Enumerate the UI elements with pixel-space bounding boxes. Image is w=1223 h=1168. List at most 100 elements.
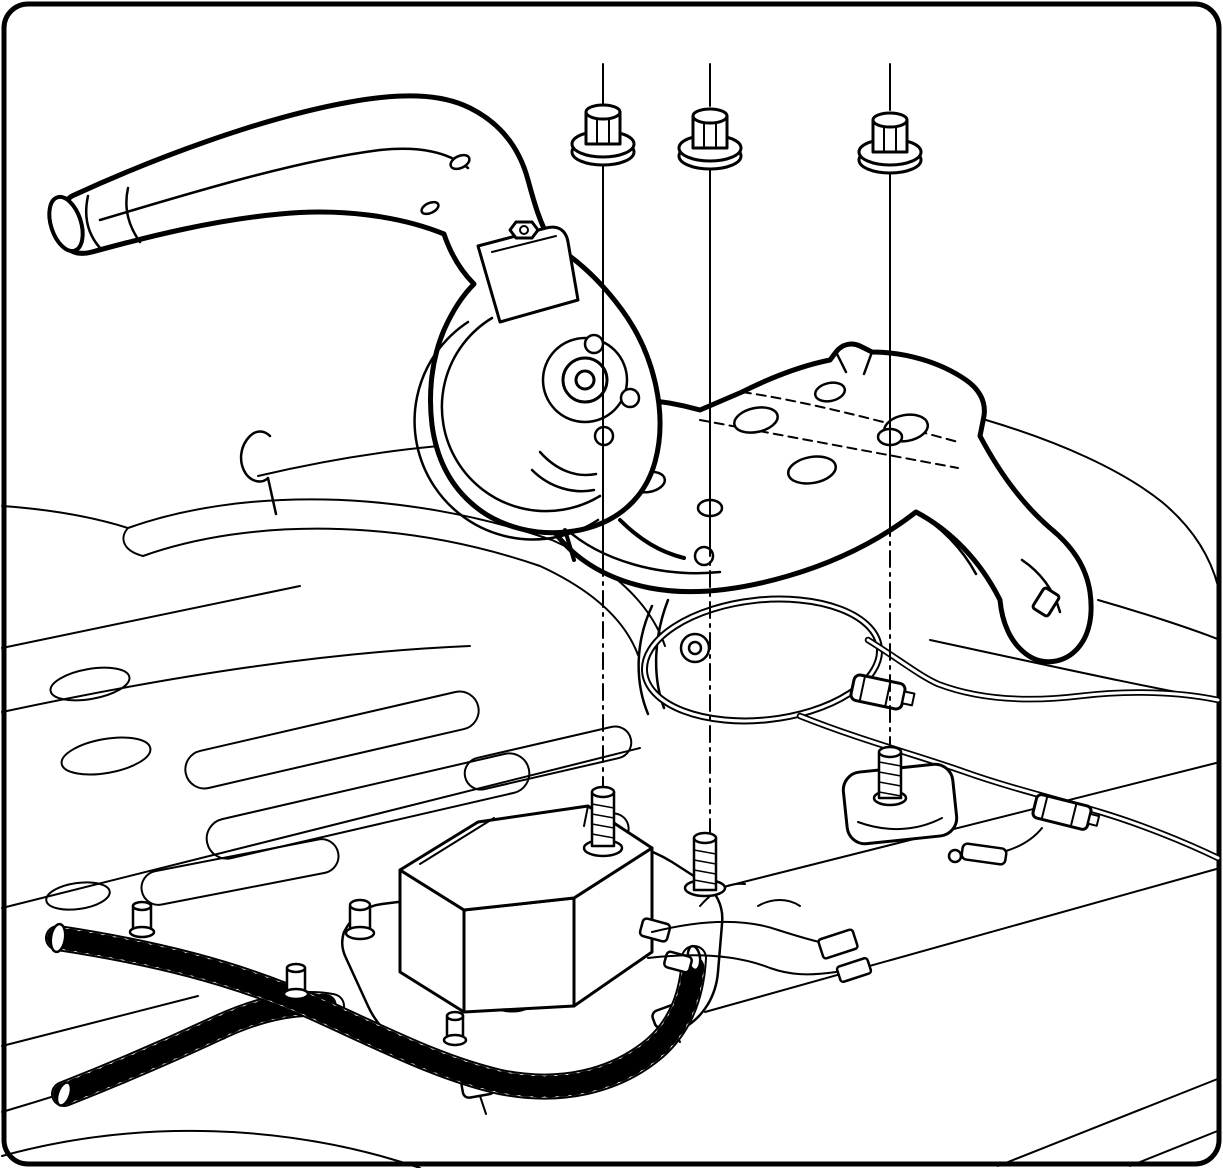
harness-bolt [442,1010,468,1047]
threaded-stud [683,831,727,898]
front-cable [849,636,1222,711]
stud-threads [878,761,902,797]
mounting-bracket [531,341,1094,665]
lever-hole [449,153,471,171]
loom-open-end [55,1081,73,1107]
stud-1 [570,63,636,858]
bolt-flange [128,925,156,939]
sector-arcs [413,316,602,541]
floor-oval [60,736,152,776]
bolt-flange [282,987,310,1001]
grip-end [47,194,85,254]
cable-equalizer [679,632,711,664]
lever-outline [57,93,663,536]
harness-bolt [282,962,310,1001]
harness-wires [647,882,837,976]
stud-tip [877,745,903,759]
front-cable-core [866,638,1220,702]
stud-3 [857,63,923,807]
pivot-boss [541,336,629,424]
cable-connector-front [849,673,916,711]
floor-rib [140,838,340,906]
stud-2 [677,63,743,898]
lever-grip [47,186,142,254]
harness-bolt [128,900,156,939]
lever-base-links [563,518,686,562]
bracket-hole [787,455,837,485]
rivet-hole [619,387,641,409]
cable-equalizer-hole [687,640,703,656]
flange-nut [570,103,636,167]
bolt-top [131,900,153,912]
module-top-face [398,804,654,912]
floor-oval [45,881,111,911]
bracket-hole [733,406,779,434]
ratchet-lines [530,450,598,493]
floor-pan-lip [122,498,666,656]
rear-cable [796,712,1222,866]
fasteners [570,63,923,898]
connector-nipple [1086,812,1101,827]
module-top-detail [419,805,589,865]
nut-top [584,103,622,121]
plate-crease [857,817,943,830]
bolt-flange [442,1033,468,1047]
control-module [398,804,654,1014]
connector-barrel [1031,793,1093,831]
lever-stamped-bracket [476,225,580,324]
bracket-hole [693,545,715,567]
loom-corrugation [47,927,705,1098]
floor-clip [239,430,278,516]
bolt-top [285,962,307,974]
harness-connector [817,928,873,984]
cable-end-fitting [960,842,1008,866]
connector-barrel [849,673,907,711]
harness-clip [638,917,672,943]
bracket-foot-hole [1031,586,1061,618]
threaded-stud [582,785,624,858]
cable-assembly [637,595,1222,866]
harness-loom-short [51,991,345,1107]
cable-connector-rear [1031,793,1101,831]
floor-pan [1,419,1221,1168]
bolt-top [445,1010,465,1022]
module-face-front [462,896,576,1014]
nut-top [871,111,909,129]
floor-rib [463,725,633,791]
cable-end-lead [1005,827,1043,852]
bracket-bolt-flange [344,925,376,941]
stud-tip [692,831,718,845]
floor-rib [184,690,480,790]
grip-bands [84,186,142,250]
pivot-rivet-center [574,369,596,391]
flange-nut [677,107,743,171]
connector-half [835,956,873,984]
lever-pivot [413,316,641,541]
stamped-bracket-crease [491,235,557,253]
nut-top [691,107,729,125]
wiring-harness [45,882,873,1107]
pawl-bolt-center [519,225,529,235]
parking-brake-lever [47,93,686,562]
bracket-outline [531,341,1094,665]
pawl-bolt-head [508,220,540,240]
floor-rib [205,752,531,860]
bracket-hole [813,381,847,403]
cable-loop-outline [640,595,884,725]
flange-nut [857,111,923,175]
connector-rings [1040,795,1078,828]
cable-loop [637,595,884,725]
rivet-hole [583,333,605,355]
stud-threads [693,849,717,885]
cable-end-ball [947,848,963,864]
bracket-bolt-top [348,898,372,912]
bracket-detail-lines [563,350,1062,614]
threaded-stud [872,745,908,807]
floor-oval [49,666,131,702]
loom-open-end [49,922,67,954]
bracket-hidden-lines [699,391,959,469]
rear-cable-core [798,714,1220,860]
